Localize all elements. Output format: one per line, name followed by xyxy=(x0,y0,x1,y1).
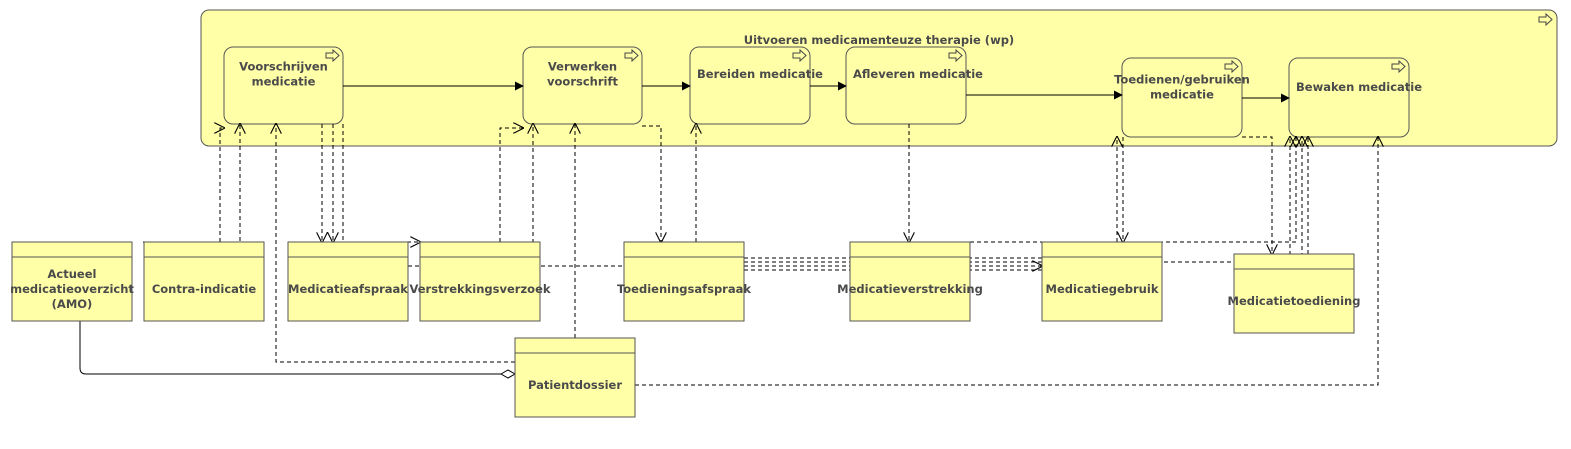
object-medicatieverstrekking[interactable]: Medicatieverstrekking xyxy=(837,241,983,322)
process-bereiden-medicatie[interactable]: Bereiden medicatie xyxy=(689,46,823,125)
object-label: Medicatietoediening xyxy=(1228,294,1361,308)
object-label: Toedieningsafspraak xyxy=(617,282,751,296)
process-label: Bewaken medicatie xyxy=(1296,80,1422,94)
process-icon xyxy=(948,48,963,63)
process-label: medicatie xyxy=(252,75,316,89)
object-label: Medicatiegebruik xyxy=(1046,282,1159,296)
process-label: Bereiden medicatie xyxy=(697,67,823,81)
object-label: medicatieoverzicht xyxy=(10,282,134,296)
object-medicatietoediening[interactable]: Medicatietoediening xyxy=(1228,253,1361,334)
group-title: Uitvoeren medicamenteuze therapie (wp) xyxy=(744,33,1014,47)
object-label: Medicatieafspraak xyxy=(288,282,408,296)
object-label: Medicatieverstrekking xyxy=(837,282,983,296)
object-label: Actueel xyxy=(48,267,97,281)
process-label: voorschrift xyxy=(547,75,618,89)
object-label: Contra-indicatie xyxy=(152,282,257,296)
process-afleveren-medicatie[interactable]: Afleveren medicatie xyxy=(845,46,983,125)
process-bewaken-medicatie[interactable]: Bewaken medicatie xyxy=(1288,57,1422,138)
process-icon xyxy=(325,48,340,63)
object-contra-indicatie[interactable]: Contra-indicatie xyxy=(143,241,265,322)
process-label: medicatie xyxy=(1150,88,1214,102)
process-group-icon xyxy=(1538,12,1553,27)
process-icon xyxy=(792,48,807,63)
process-label: Verwerken xyxy=(548,60,617,74)
object-medicatiegebruik[interactable]: Medicatiegebruik xyxy=(1041,241,1163,322)
object-label: Verstrekkingsverzoek xyxy=(409,282,550,296)
process-icon xyxy=(1391,59,1406,74)
process-label: Afleveren medicatie xyxy=(853,67,983,81)
process-icon xyxy=(1224,59,1239,74)
process-label: Toedienen/gebruiken xyxy=(1114,73,1250,87)
object-toedieningsafspraak[interactable]: Toedieningsafspraak xyxy=(617,241,751,322)
process-label: Voorschrijven xyxy=(239,60,328,74)
object-patientdossier[interactable]: Patientdossier xyxy=(514,337,636,418)
object-verstrekkingsverzoek[interactable]: Verstrekkingsverzoek xyxy=(409,241,551,322)
object-medicatieafspraak[interactable]: Medicatieafspraak xyxy=(287,241,409,322)
object-label: (AMO) xyxy=(52,297,93,311)
object-label: Patientdossier xyxy=(528,378,622,392)
process-icon xyxy=(624,48,639,63)
